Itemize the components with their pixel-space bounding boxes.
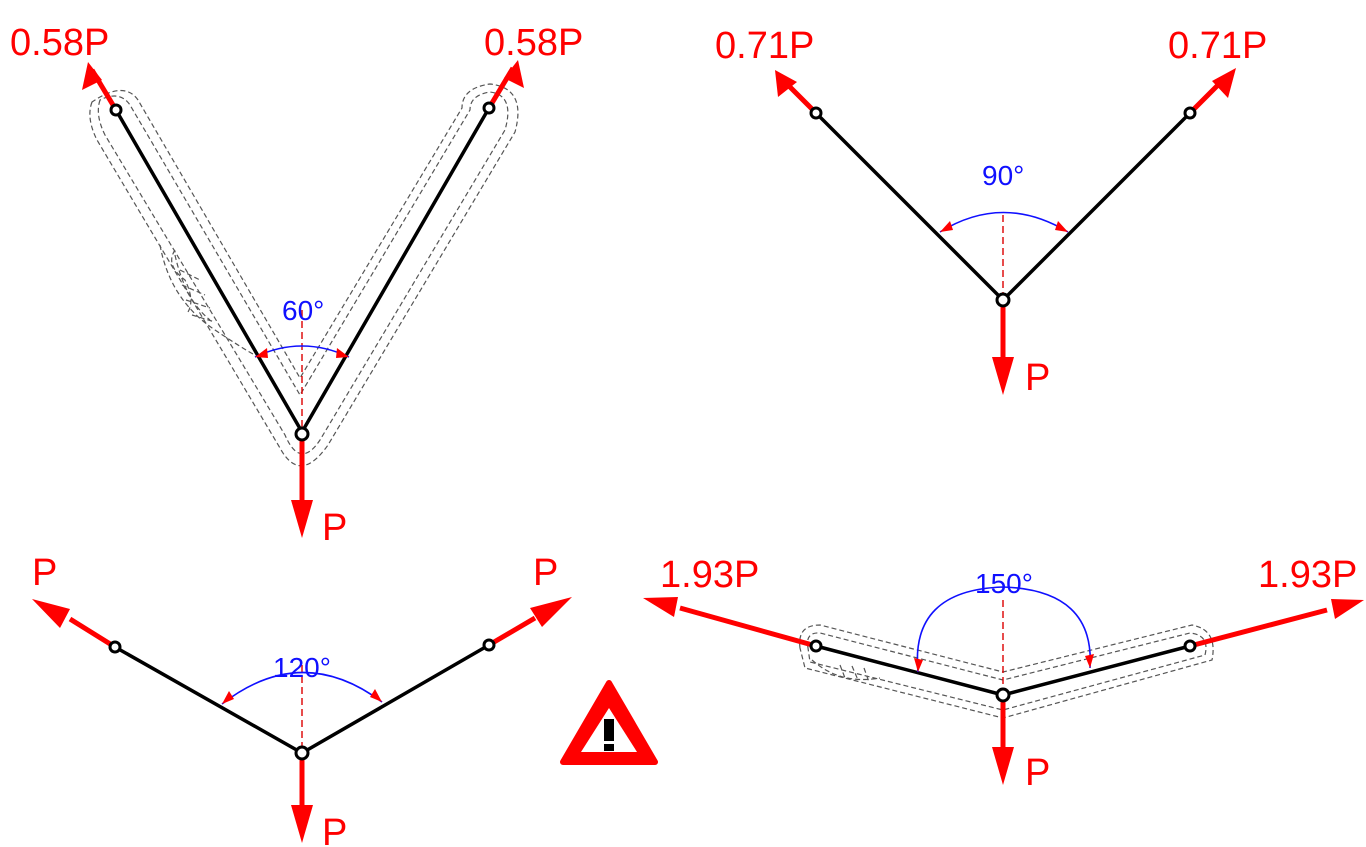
angle-arc-90 [939, 211, 1069, 233]
sling-leg-right-90 [1001, 111, 1192, 302]
hook-point-120 [294, 745, 310, 761]
load-label-120: P [322, 812, 347, 847]
hook-point-90 [995, 292, 1011, 308]
force-label-right-120: P [533, 552, 558, 594]
force-arrow-left-120 [32, 599, 70, 628]
angle-label-90: 90° [982, 160, 1024, 191]
load-label-150: P [1025, 752, 1050, 794]
attachment-point-left-120 [108, 640, 122, 654]
warning-triangle-icon [560, 680, 658, 765]
angle-label-120: 120° [273, 652, 331, 683]
sling-leg-right-60 [300, 106, 491, 434]
force-label-left-120: P [32, 552, 57, 594]
force-label-right-150: 1.93P [1258, 554, 1357, 596]
sling-leg-right-120 [300, 643, 491, 755]
load-arrow-90 [992, 357, 1014, 395]
sling-leg-left-120 [113, 645, 304, 755]
attachment-point-left-150 [809, 639, 823, 653]
attachment-point-left-90 [809, 106, 823, 120]
force-arrow-right-150 [1331, 599, 1364, 619]
rope-outline-60 [89, 83, 519, 467]
attachment-point-right-90 [1183, 106, 1197, 120]
force-arrow-right-60 [504, 60, 524, 88]
force-label-right-90: 0.71P [1168, 25, 1267, 67]
force-arrow-right-90 [1212, 68, 1236, 98]
sling-leg-left-60 [114, 108, 304, 434]
attachment-point-right-60 [482, 101, 496, 115]
config-120-panel: 120° P P P [32, 552, 572, 847]
config-90-panel: 90° 0.71P 0.71P P [715, 25, 1267, 399]
force-label-left-60: 0.58P [10, 22, 109, 64]
force-arrow-left-90 [775, 70, 797, 97]
angle-arc-120 [221, 671, 383, 705]
force-arrow-left-150 [643, 597, 678, 617]
hook-point-150 [995, 687, 1011, 703]
attachment-point-right-120 [482, 638, 496, 652]
load-label-60: P [322, 507, 347, 549]
load-arrow-60 [291, 500, 313, 538]
sling-leg-left-90 [814, 111, 1005, 302]
force-label-right-60: 0.58P [484, 22, 583, 64]
rope-outline-150 [799, 624, 1214, 719]
hook-point-60 [294, 426, 310, 442]
sling-leg-left-150 [814, 644, 1005, 697]
angle-label-150: 150° [975, 568, 1033, 599]
force-label-left-150: 1.93P [660, 554, 759, 596]
angle-label-60: 60° [282, 295, 324, 326]
sling-leg-right-150 [1001, 644, 1192, 697]
force-arrow-right-120 [530, 597, 572, 627]
attachment-point-right-150 [1183, 639, 1197, 653]
config-60-panel: 60° 0.58P 0.58P P [10, 22, 583, 549]
config-150-panel: 150° 1.93P 1.93P P [643, 554, 1364, 794]
attachment-point-left-60 [109, 103, 123, 117]
force-label-left-90: 0.71P [715, 25, 814, 67]
load-label-90: P [1025, 357, 1050, 399]
force-arrow-left-60 [82, 62, 102, 90]
angle-arc-150 [916, 586, 1091, 673]
load-arrow-150 [992, 747, 1014, 785]
load-arrow-120 [291, 805, 313, 843]
